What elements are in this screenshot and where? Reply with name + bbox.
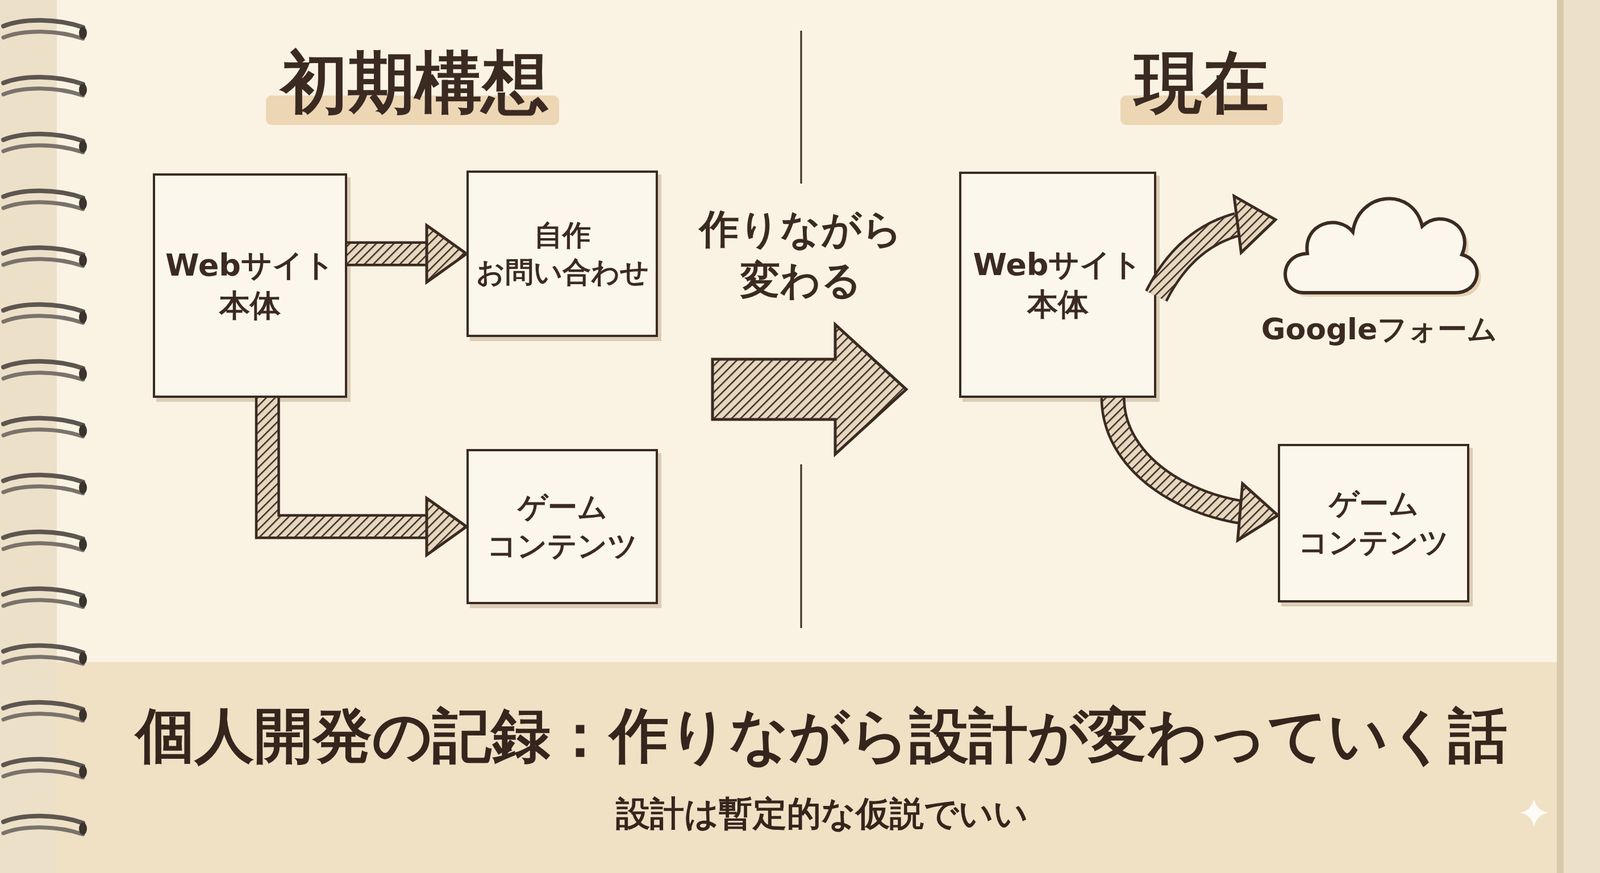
process-box: Webサイト 本体 xyxy=(959,171,1157,398)
arrow-shaft-outline xyxy=(1113,397,1241,512)
arrow-head xyxy=(426,225,467,283)
divider-line xyxy=(800,30,803,184)
section-heading: 現在 xyxy=(1031,39,1373,126)
process-box: Webサイト 本体 xyxy=(152,173,348,398)
arrow-head xyxy=(1237,483,1278,541)
connector-arrow xyxy=(347,225,467,283)
arrow-shaft-outline xyxy=(267,397,427,527)
node-text: ゲーム コンテンツ xyxy=(473,488,652,565)
node-text: Googleフォーム xyxy=(1261,310,1498,349)
spiral-ring xyxy=(3,815,87,835)
connector-arrow xyxy=(267,397,467,556)
process-box: ゲーム コンテンツ xyxy=(1277,443,1470,603)
spiral-ring xyxy=(3,247,87,267)
spiral-ring xyxy=(3,702,87,722)
arrow-shaft xyxy=(1113,397,1241,512)
process-box: 自作 お問い合わせ xyxy=(466,170,658,337)
arrow-head xyxy=(426,498,467,556)
section-heading: 初期構想 xyxy=(244,39,586,126)
spiral-ring xyxy=(3,645,87,665)
spiral-ring xyxy=(3,759,87,778)
node-text: Webサイト 本体 xyxy=(965,244,1150,325)
node-text: ゲーム コンテンツ xyxy=(1284,484,1463,562)
arrow-shaft xyxy=(1156,224,1238,297)
process-box: ゲーム コンテンツ xyxy=(466,448,658,604)
spiral-ring xyxy=(3,304,87,324)
arrow-shaft-outline xyxy=(1156,224,1238,297)
cloud-service: Googleフォーム xyxy=(1258,170,1500,353)
sparkle-mark xyxy=(1519,798,1549,827)
cloud-shape xyxy=(1285,198,1478,293)
divider-line xyxy=(800,464,803,628)
diagram-title: 個人開発の記録：作りながら設計が変わっていく話 xyxy=(82,700,1561,772)
spiral-ring xyxy=(3,20,87,40)
spiral-ring xyxy=(3,588,87,608)
spiral-ring xyxy=(3,134,87,153)
spiral-ring xyxy=(3,531,87,551)
spiral-ring xyxy=(3,475,87,494)
transition-arrow xyxy=(712,324,907,454)
arrow-shaft xyxy=(267,397,427,527)
spiral-ring xyxy=(3,77,87,97)
diagram-caption: 設計は暫定的な仮説でいい xyxy=(82,792,1561,834)
node-text: Webサイト 本体 xyxy=(159,245,341,325)
arrow-shaft xyxy=(347,243,427,264)
connector-arrow xyxy=(1113,397,1278,541)
spiral-ring xyxy=(3,190,87,210)
spiral-ring xyxy=(3,418,87,437)
node-text: 自作 お問い合わせ xyxy=(473,217,652,291)
arrow-shaft-outline xyxy=(347,241,427,267)
arrow-head xyxy=(1234,196,1276,253)
transition-label: 作りながら 変わる xyxy=(681,203,921,306)
spiral-ring xyxy=(3,361,87,381)
connector-arrow xyxy=(1156,196,1276,297)
